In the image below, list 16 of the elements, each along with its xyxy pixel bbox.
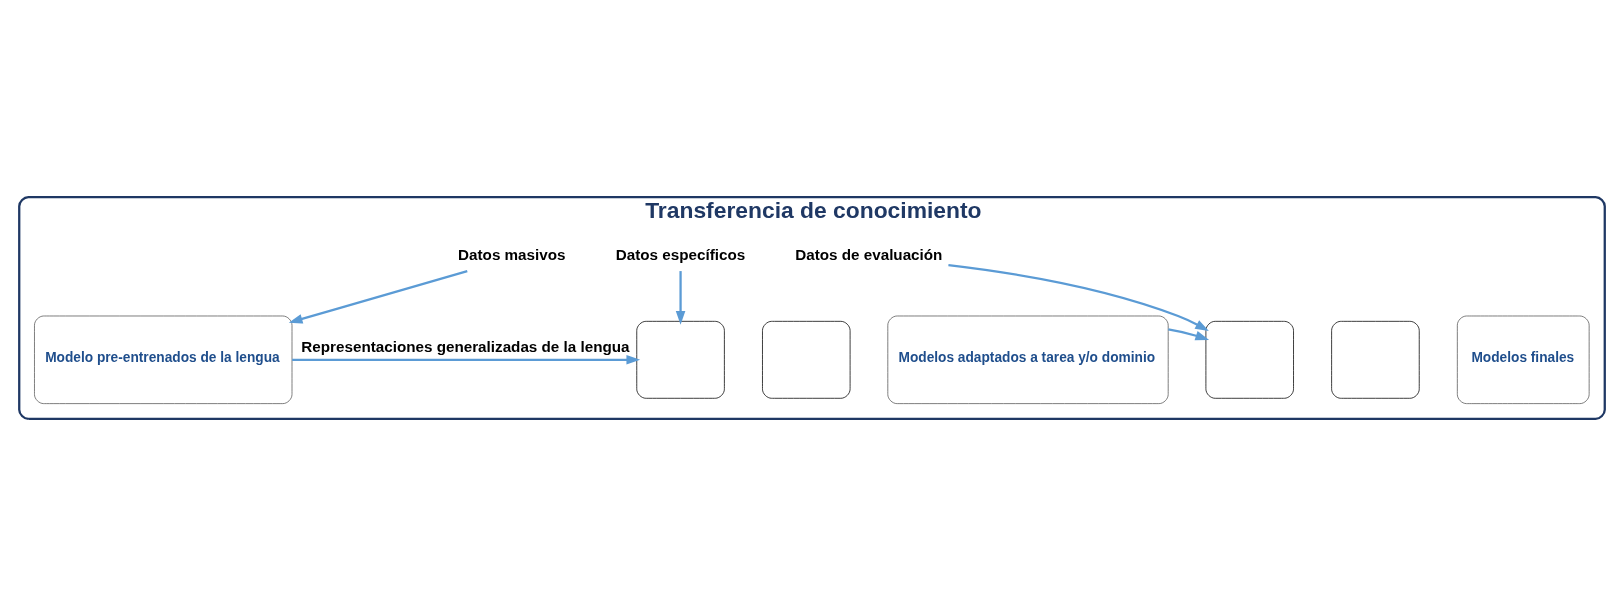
- node-box: Modelo pre-entrenados de la lengua: [34, 315, 293, 404]
- node-box: Modelos adaptados a tarea y/o dominio: [887, 315, 1169, 404]
- node-box: [1331, 320, 1420, 399]
- arrow: [1168, 328, 1210, 341]
- arrow: [292, 355, 641, 365]
- node-text: Datos específicos: [615, 246, 746, 264]
- arrow: [675, 271, 686, 325]
- arrow: [288, 270, 468, 324]
- node-text: Datos de evaluación: [795, 246, 943, 264]
- node-box: Modelos finales: [1456, 315, 1590, 404]
- node-text: Datos masivos: [458, 246, 566, 264]
- node-box: [762, 320, 851, 399]
- arrow: [948, 264, 1209, 332]
- edge-label: Representaciones generalizadas de la lengua: [301, 338, 630, 356]
- node-box: [636, 320, 725, 399]
- node-box: [1205, 320, 1294, 399]
